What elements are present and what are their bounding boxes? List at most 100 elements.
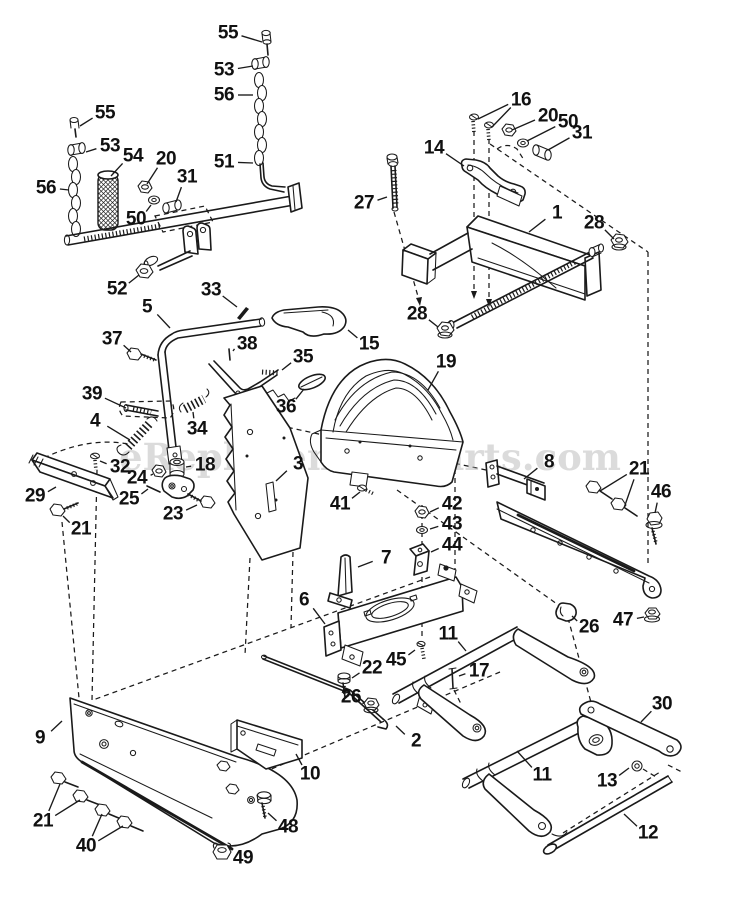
part-number-18: 18	[195, 455, 215, 476]
part-number-1: 1	[552, 203, 563, 224]
bolt-22	[337, 672, 351, 698]
part-callout-43-45: 43	[429, 514, 463, 535]
pedal-cross-bar	[63, 182, 303, 246]
part-callout-30-59: 30	[640, 694, 673, 723]
leader-line	[407, 649, 416, 656]
bolt-23	[187, 493, 216, 509]
part-callout-55-0: 55	[218, 23, 263, 44]
part-number-47: 47	[613, 610, 633, 631]
part-callout-14-18: 14	[424, 138, 465, 167]
leader-line	[85, 148, 97, 153]
frame-1	[401, 215, 602, 301]
part-number-28: 28	[407, 304, 427, 325]
leader-line	[458, 673, 466, 677]
part-callout-36-27: 36	[276, 388, 305, 418]
part-number-52: 52	[107, 279, 127, 300]
bracket-7	[327, 554, 353, 609]
leader-line	[477, 103, 509, 120]
part-callout-41-40: 41	[330, 491, 361, 515]
clevis-bracket	[182, 222, 212, 255]
nut-28-left	[436, 321, 455, 339]
leader-line	[237, 161, 254, 164]
clamp-26-upper	[555, 602, 577, 622]
pin-33	[237, 307, 249, 320]
leader-line	[104, 397, 127, 409]
nut-52	[135, 263, 154, 279]
part-callout-31-8: 31	[175, 167, 198, 203]
rod-12	[542, 775, 673, 855]
part-number-41: 41	[330, 494, 351, 515]
leader-line	[106, 425, 131, 441]
leader-line	[640, 710, 652, 723]
part-number-5: 5	[142, 297, 153, 318]
leader-line	[623, 813, 638, 827]
leader-line	[599, 473, 628, 492]
leader-line	[146, 167, 159, 185]
part-number-55: 55	[218, 23, 239, 44]
leader-line	[48, 783, 61, 812]
part-callout-54-6: 54	[110, 146, 144, 177]
leader-line	[237, 65, 254, 70]
leader-line	[47, 486, 57, 493]
part-number-24: 24	[127, 468, 148, 489]
leader-line	[457, 641, 467, 652]
part-callout-39-29: 39	[82, 384, 127, 409]
leader-line	[429, 507, 440, 513]
bolts-40	[94, 803, 144, 832]
channel-6	[323, 563, 478, 667]
part-number-21: 21	[71, 519, 92, 540]
part-number-17: 17	[469, 661, 489, 682]
suspension-linkage-assembly	[391, 626, 682, 855]
part-number-21: 21	[33, 811, 54, 832]
plate-9	[69, 697, 298, 851]
part-callout-28-21: 28	[407, 304, 439, 328]
shoulder-bolt-55-left	[69, 116, 80, 138]
leader-line	[516, 750, 533, 768]
part-callout-9-57: 9	[35, 720, 63, 749]
leader-line	[192, 411, 195, 419]
leader-line	[281, 362, 292, 371]
pin-17	[448, 667, 458, 690]
leader-line	[377, 196, 388, 201]
part-number-30: 30	[652, 694, 672, 715]
part-number-23: 23	[163, 504, 183, 525]
part-number-25: 25	[119, 489, 140, 510]
part-callout-51-3: 51	[214, 152, 254, 173]
part-callout-45-52: 45	[386, 649, 416, 671]
nut-26-lower	[363, 697, 380, 714]
part-callout-28-20: 28	[584, 213, 615, 240]
bolts-21-rail	[585, 480, 638, 517]
leader-line	[428, 319, 439, 328]
leader-line	[185, 504, 198, 511]
part-callout-23-37: 23	[163, 504, 198, 525]
part-callout-38-25: 38	[232, 334, 258, 355]
leader-line	[185, 465, 192, 468]
leader-line	[528, 218, 546, 233]
part-callout-40-63: 40	[76, 813, 124, 857]
part-callout-53-5: 53	[85, 136, 121, 157]
part-number-36: 36	[276, 397, 296, 418]
leader-line	[267, 812, 277, 822]
part-number-9: 9	[35, 728, 45, 749]
part-callout-3-38: 3	[275, 454, 304, 482]
leader-line	[351, 672, 360, 679]
part-callout-27-13: 27	[354, 193, 388, 214]
part-callout-21-39: 21	[62, 515, 92, 540]
leader-line	[123, 344, 132, 353]
leader-line	[128, 274, 140, 284]
part-number-26: 26	[341, 687, 361, 708]
part-callout-37-24: 37	[102, 329, 132, 353]
part-number-39: 39	[82, 384, 102, 405]
part-callout-11-51: 11	[438, 624, 467, 652]
spring-56-left	[67, 155, 82, 238]
part-number-45: 45	[386, 650, 407, 671]
part-callout-19-28: 19	[427, 352, 457, 391]
washer-50-right	[516, 138, 530, 148]
seat-channel-assembly	[260, 505, 478, 730]
part-number-48: 48	[278, 817, 298, 838]
part-callout-8-41: 8	[523, 452, 555, 480]
part-number-50: 50	[126, 209, 146, 230]
part-number-10: 10	[300, 764, 320, 785]
part-number-11: 11	[532, 765, 552, 786]
